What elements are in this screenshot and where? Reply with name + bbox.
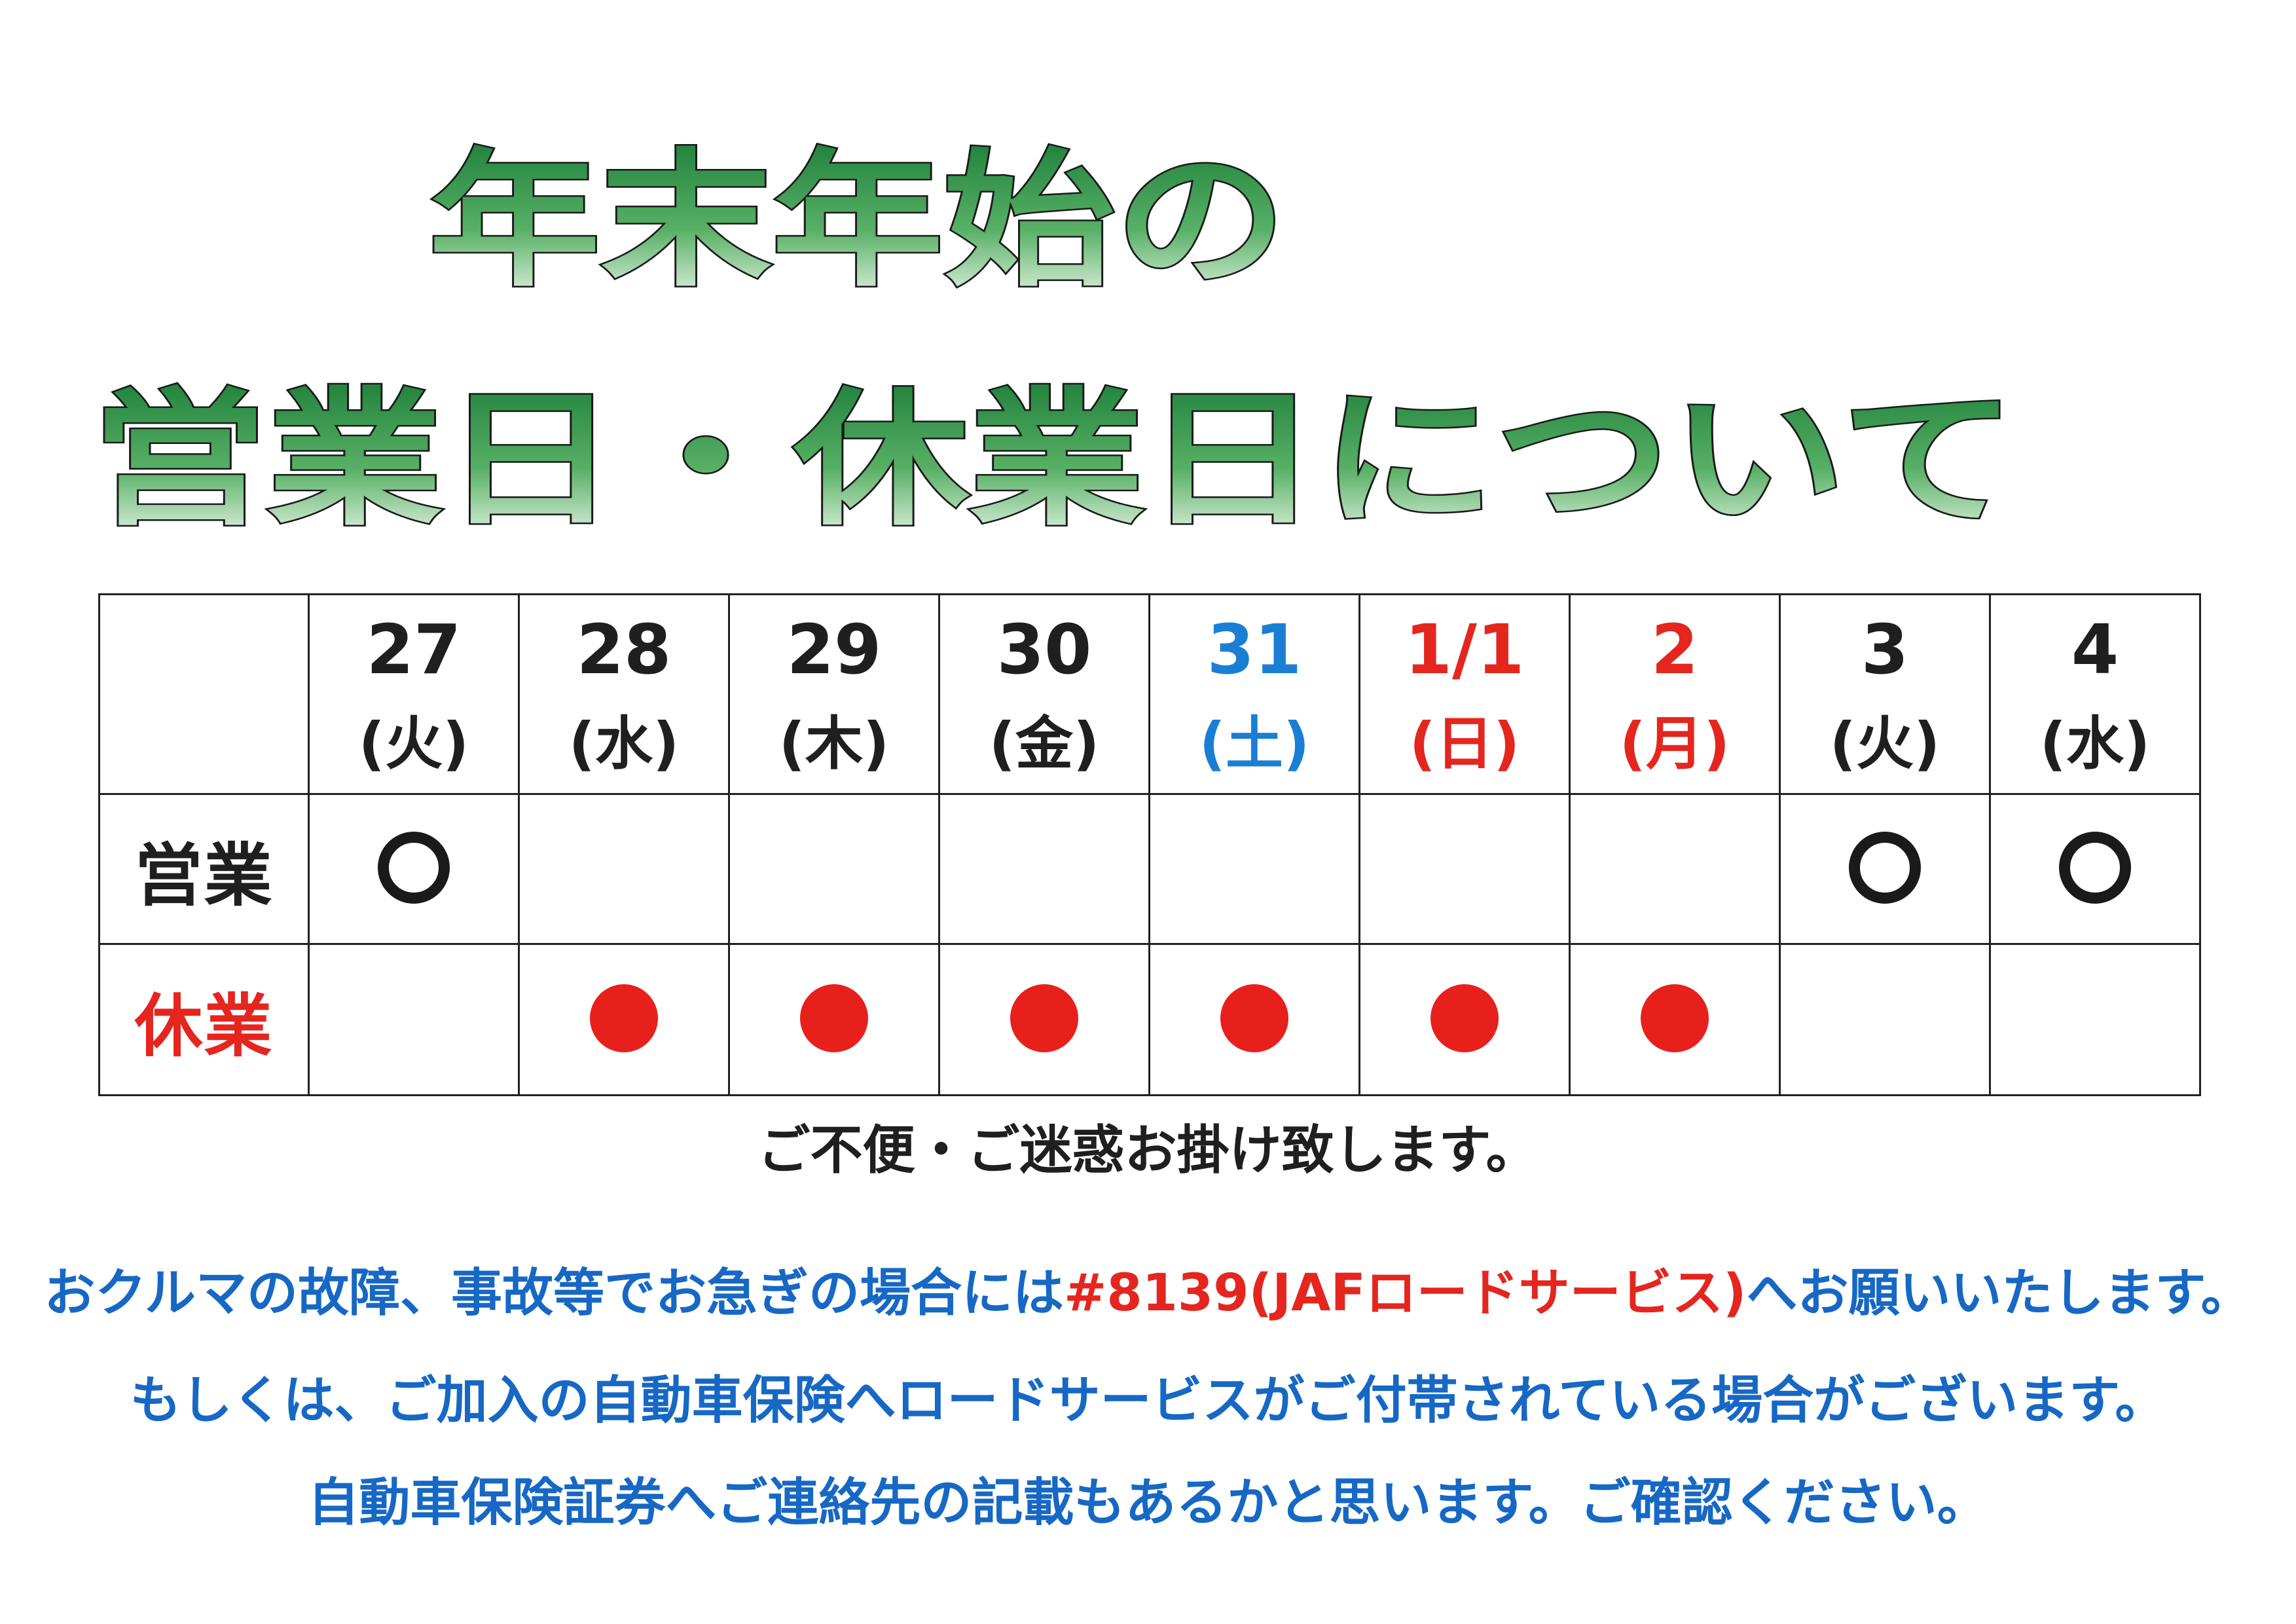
weekday-label: (月) — [1619, 709, 1730, 777]
closed-cell — [1779, 943, 1991, 1096]
notice-line-1-start: おクルマの故障、事故等でお急ぎの場合には — [44, 1264, 1065, 1323]
date-number: 31 — [1207, 610, 1302, 690]
notice-line-1: おクルマの故障、事故等でお急ぎの場合には#8139(JAFロードサービス)へお願… — [0, 1252, 2296, 1325]
filled-red-dot-icon — [590, 984, 658, 1052]
date-number: 29 — [786, 610, 882, 690]
date-header-row: 27 (火) 28 (水) 29 (木) 30 (金) 31 (土) 1/1 (日) 2 (月… — [98, 593, 2201, 795]
filled-red-dot-icon — [1220, 984, 1288, 1052]
closed-cell — [1569, 943, 1781, 1096]
title-line-2: 営業日・休業日について — [92, 375, 2016, 546]
open-circle-icon — [378, 832, 450, 904]
closed-cell — [1358, 943, 1571, 1096]
notice-line-2: もしくは、ご加入の自動車保険へロードサービスがご付帯されている場合がございます。 — [130, 1371, 2166, 1430]
open-circle-icon — [1849, 832, 1921, 904]
date-number: 27 — [366, 610, 462, 690]
open-row: 営業 — [98, 793, 2201, 945]
open-cell — [1989, 793, 2201, 945]
schedule-table: 27 (火) 28 (水) 29 (木) 30 (金) 31 (土) 1/1 (日) 2 (月… — [98, 593, 2201, 1096]
date-number: 4 — [2071, 610, 2119, 690]
date-number: 28 — [576, 610, 672, 690]
date-number: 30 — [996, 610, 1092, 690]
date-number: 3 — [1861, 610, 1909, 690]
corner-cell — [98, 593, 310, 795]
open-cell — [308, 793, 520, 945]
title-banner: 年末年始の 営業日・休業日について — [90, 134, 2018, 548]
date-cell: 3 (火) — [1779, 593, 1991, 795]
date-cell: 29 (木) — [728, 593, 940, 795]
open-circle-icon — [2059, 832, 2131, 904]
closed-cell — [308, 943, 520, 1096]
closed-row-label: 休業 — [134, 986, 274, 1066]
closed-cell — [728, 943, 940, 1096]
notice-line-3: 自動車保険証券へご連絡先の記載もあるかと思います。ご確認ください。 — [308, 1473, 1988, 1532]
title-line-1: 年末年始の — [429, 136, 1286, 307]
closed-cell — [518, 943, 730, 1096]
closed-cell — [1148, 943, 1360, 1096]
date-cell: 27 (火) — [308, 593, 520, 795]
open-row-label: 営業 — [134, 835, 274, 915]
jaf-phone-highlight: #8139(JAFロードサービス) — [1064, 1264, 1747, 1323]
date-number: 2 — [1650, 610, 1699, 690]
weekday-label: (火) — [358, 709, 469, 777]
open-cell — [1569, 793, 1781, 945]
weekday-label: (水) — [568, 709, 680, 777]
open-cell — [1148, 793, 1360, 945]
weekday-label: (火) — [1829, 709, 1941, 777]
closed-cell — [938, 943, 1150, 1096]
weekday-label: (土) — [1199, 709, 1310, 777]
filled-red-dot-icon — [1010, 984, 1078, 1052]
open-cell — [728, 793, 940, 945]
date-cell: 2 (月) — [1569, 593, 1781, 795]
closed-row: 休業 — [98, 943, 2201, 1096]
filled-red-dot-icon — [800, 984, 868, 1052]
open-row-label-cell: 営業 — [98, 793, 310, 945]
date-cell: 4 (水) — [1989, 593, 2201, 795]
filled-red-dot-icon — [1430, 984, 1499, 1052]
open-cell — [1779, 793, 1991, 945]
date-cell: 31 (土) — [1148, 593, 1360, 795]
open-cell — [1358, 793, 1571, 945]
weekday-label: (水) — [2039, 709, 2151, 777]
open-cell — [938, 793, 1150, 945]
date-cell: 1/1 (日) — [1358, 593, 1571, 795]
weekday-label: (日) — [1409, 709, 1520, 777]
filled-red-dot-icon — [1641, 984, 1709, 1052]
date-number: 1/1 — [1404, 610, 1525, 690]
date-cell: 30 (金) — [938, 593, 1150, 795]
weekday-label: (金) — [989, 709, 1100, 777]
closed-cell — [1989, 943, 2201, 1096]
apology-text: ご不便・ご迷惑お掛け致します。 — [757, 1120, 1539, 1181]
open-cell — [518, 793, 730, 945]
date-cell: 28 (水) — [518, 593, 730, 795]
notice-line-1-end: へお願いいたします。 — [1746, 1264, 2252, 1323]
closed-row-label-cell: 休業 — [98, 943, 310, 1096]
weekday-label: (木) — [778, 709, 890, 777]
